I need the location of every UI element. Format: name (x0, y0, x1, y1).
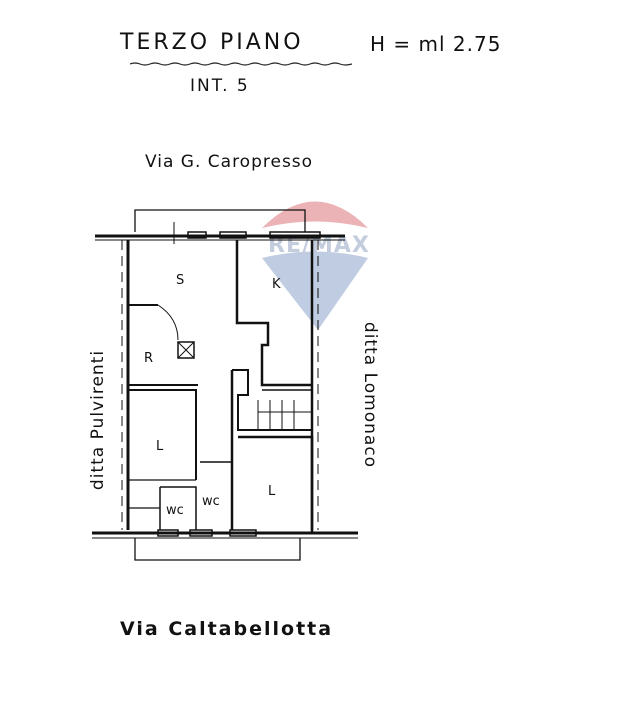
street-label-top: Via G. Caropresso (145, 152, 314, 172)
room-label-bedroom-2: L (268, 484, 276, 499)
room-label-wc-1: wc (166, 503, 184, 518)
room-label-bedroom-1: L (156, 439, 164, 454)
plan-walls (92, 209, 358, 561)
floor-title: TERZO PIANO (120, 30, 304, 55)
ceiling-height: H = ml 2.75 (370, 32, 502, 56)
remax-watermark-icon: RE/MAX (262, 201, 369, 330)
room-label-wc-2: wc (202, 494, 220, 509)
room-label-soggiorno: S (176, 273, 184, 288)
room-label-kitchen: K (272, 277, 281, 292)
title-underline (130, 62, 352, 66)
street-label-bottom: Via Caltabellotta (120, 618, 334, 640)
unit-number: INT. 5 (190, 76, 250, 96)
room-label-storage: R (144, 351, 153, 366)
